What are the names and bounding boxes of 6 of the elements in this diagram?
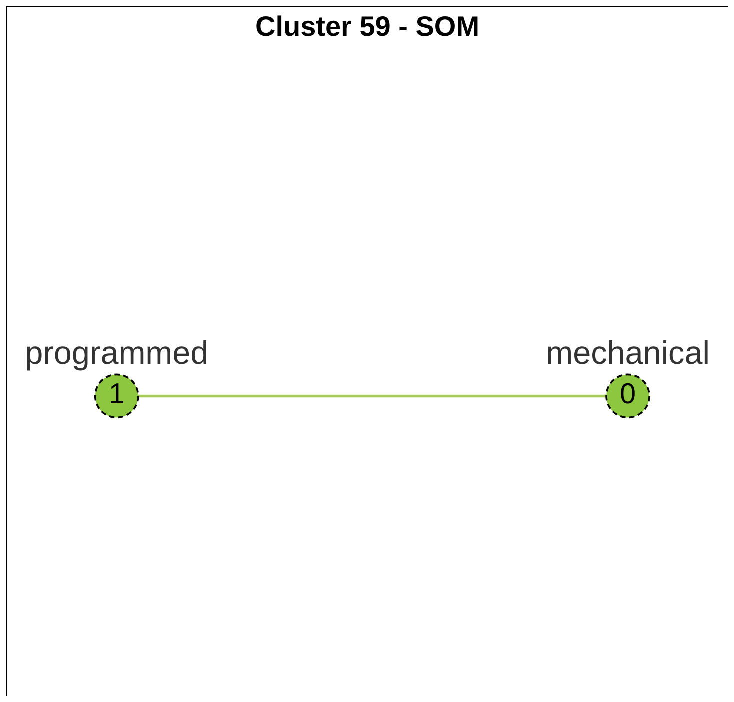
node-circle: 1 <box>94 374 140 419</box>
node-circle: 0 <box>606 374 650 419</box>
node-caption: mechanical <box>546 334 710 371</box>
node-caption: programmed <box>25 334 209 371</box>
connector <box>138 394 606 398</box>
chart-title: Cluster 59 - SOM <box>254 11 481 43</box>
